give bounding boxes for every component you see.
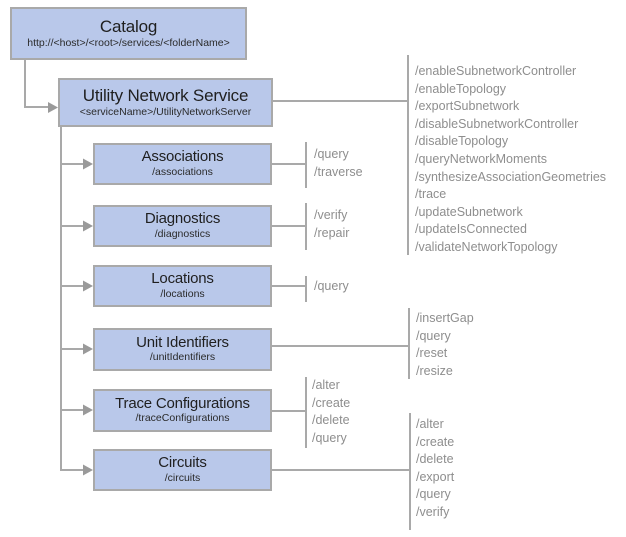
node-catalog: Catalog http://<host>/<root>/services/<f… bbox=[10, 7, 247, 60]
arrow-icon bbox=[83, 343, 93, 355]
operation-label: /alter bbox=[312, 378, 340, 392]
node-diagnostics: Diagnostics /diagnostics bbox=[93, 205, 272, 247]
arrow-icon bbox=[83, 158, 93, 170]
locations-path: /locations bbox=[160, 287, 205, 300]
operation-label: /delete bbox=[416, 452, 454, 467]
operation-label: /query bbox=[314, 279, 349, 293]
associations-title: Associations bbox=[141, 148, 224, 166]
node-circuits: Circuits /circuits bbox=[93, 449, 272, 491]
trace-configurations-title: Trace Configurations bbox=[115, 394, 250, 412]
service-operations-list: /enableSubnetworkController/enableTopolo… bbox=[415, 63, 606, 257]
operation-label: /export bbox=[416, 469, 455, 484]
operation-label: /disableTopology bbox=[415, 134, 509, 149]
service-path: <serviceName>/UtilityNetworkServer bbox=[79, 105, 252, 118]
arrow-icon bbox=[48, 102, 58, 113]
operation-label: /query bbox=[314, 147, 349, 161]
operation-label: /create bbox=[312, 395, 351, 410]
arrow-icon bbox=[83, 404, 93, 416]
operation-label: /resize bbox=[416, 363, 453, 378]
unit-identifiers-path: /unitIdentifiers bbox=[149, 351, 216, 364]
circuits-title: Circuits bbox=[158, 454, 207, 472]
associations-operations-list: /query/traverse bbox=[314, 146, 363, 181]
catalog-url: http://<host>/<root>/services/<folderNam… bbox=[27, 36, 230, 49]
node-utility-network-service: Utility Network Service <serviceName>/Ut… bbox=[58, 78, 273, 127]
circuits-path: /circuits bbox=[164, 471, 201, 484]
node-associations: Associations /associations bbox=[93, 143, 272, 185]
operation-label: /reset bbox=[416, 346, 448, 361]
operation-label: /query bbox=[312, 430, 347, 445]
operation-label: /validateNetworkTopology bbox=[415, 239, 558, 254]
node-locations: Locations /locations bbox=[93, 265, 272, 307]
operation-label: /synthesizeAssociationGeometries bbox=[415, 169, 607, 184]
operation-label: /create bbox=[416, 434, 455, 449]
operation-label: /query bbox=[416, 487, 451, 502]
diagnostics-operations-list: /verify/repair bbox=[314, 207, 349, 242]
node-trace-configurations: Trace Configurations /traceConfiguration… bbox=[93, 389, 272, 432]
diagnostics-title: Diagnostics bbox=[144, 210, 221, 228]
locations-operations-list: /query bbox=[314, 278, 349, 296]
unit-identifiers-operations-list: /insertGap/query/reset/resize bbox=[416, 310, 474, 380]
operation-label: /exportSubnetwork bbox=[415, 99, 520, 114]
associations-path: /associations bbox=[152, 165, 213, 178]
operation-label: /trace bbox=[415, 187, 447, 202]
service-title: Utility Network Service bbox=[82, 85, 249, 105]
arrow-icon bbox=[83, 280, 93, 292]
circuits-operations-list: /alter/create/delete/export/query/verify bbox=[416, 416, 454, 522]
operation-label: /traverse bbox=[314, 164, 363, 179]
catalog-title: Catalog bbox=[99, 16, 158, 36]
operation-label: /alter bbox=[416, 417, 444, 431]
operation-label: /delete bbox=[312, 413, 350, 428]
operation-label: /insertGap bbox=[416, 311, 474, 325]
unit-identifiers-title: Unit Identifiers bbox=[136, 333, 229, 351]
node-unit-identifiers: Unit Identifiers /unitIdentifiers bbox=[93, 328, 272, 371]
trace-configurations-path: /traceConfigurations bbox=[135, 412, 230, 425]
operation-label: /verify bbox=[314, 208, 348, 222]
operation-label: /queryNetworkMoments bbox=[415, 151, 547, 166]
locations-title: Locations bbox=[151, 270, 214, 288]
trace-configurations-operations-list: /alter/create/delete/query bbox=[312, 377, 350, 447]
arrow-icon bbox=[83, 220, 93, 232]
operation-label: /updateIsConnected bbox=[415, 222, 527, 237]
arrow-icon bbox=[83, 464, 93, 476]
operation-label: /verify bbox=[416, 504, 450, 519]
operation-label: /disableSubnetworkController bbox=[415, 116, 579, 131]
operation-label: /repair bbox=[314, 225, 350, 240]
operation-label: /updateSubnetwork bbox=[415, 204, 523, 219]
diagnostics-path: /diagnostics bbox=[154, 227, 211, 240]
operation-label: /query bbox=[416, 328, 451, 343]
operation-label: /enableTopology bbox=[415, 81, 507, 96]
operation-label: /enableSubnetworkController bbox=[415, 64, 577, 78]
